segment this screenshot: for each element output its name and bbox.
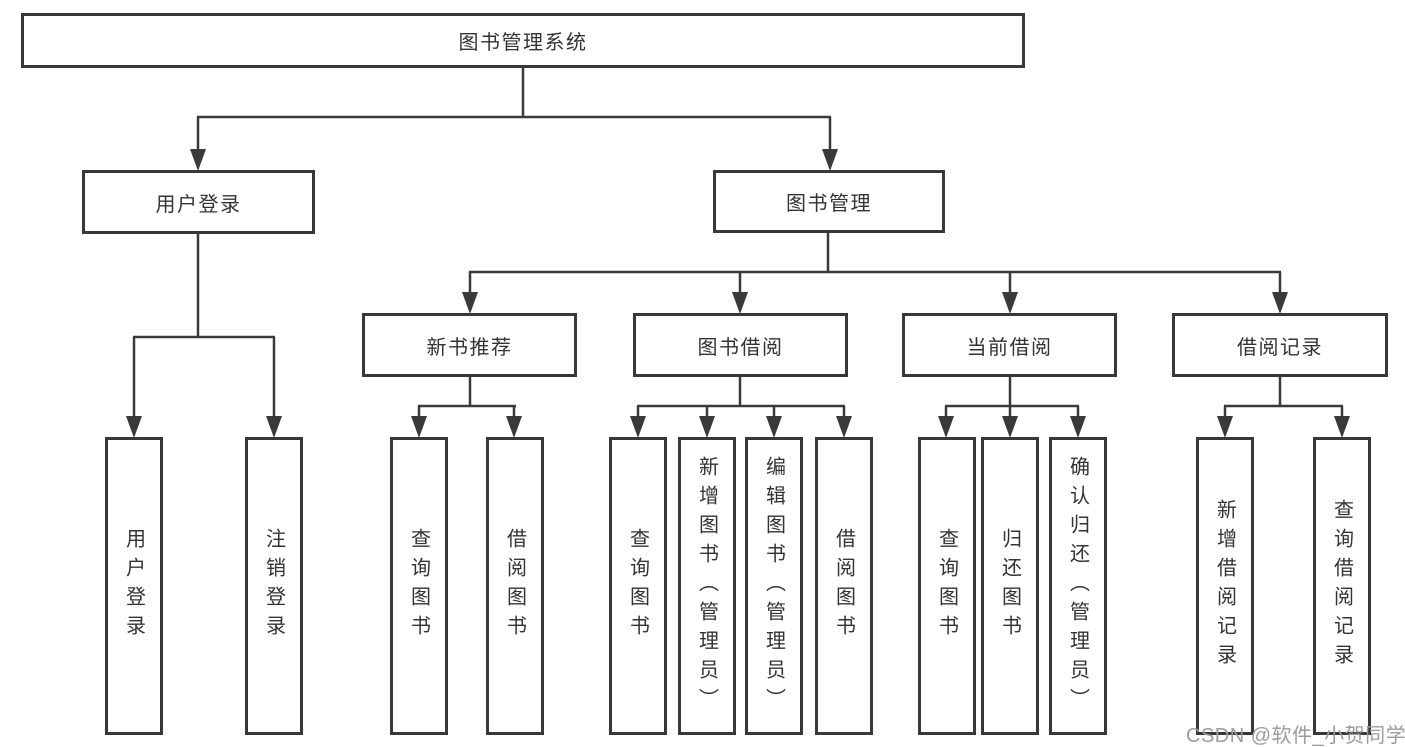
leaf-query-books-borrow: 查询图书 <box>609 437 667 735</box>
leaf-return-book: 归还图书 <box>981 437 1039 735</box>
leaf-borrow-books-recommend: 借阅图书 <box>486 437 544 735</box>
leaf-logout: 注销登录 <box>245 437 303 735</box>
leaf-user-login: 用户登录 <box>105 437 163 735</box>
csdn-watermark: CSDN @软件_小贺同学 <box>1186 725 1405 747</box>
leaf-borrow-books: 借阅图书 <box>815 437 873 735</box>
leaf-add-book-admin: 新增图书（管理员） <box>678 437 736 735</box>
node-current-borrowing: 当前借阅 <box>902 313 1117 377</box>
node-book-borrowing: 图书借阅 <box>633 313 848 377</box>
leaf-query-books-current: 查询图书 <box>918 437 976 735</box>
node-book-management: 图书管理 <box>713 170 945 233</box>
leaf-add-borrow-record: 新增借阅记录 <box>1196 437 1254 735</box>
leaf-edit-book-admin: 编辑图书（管理员） <box>745 437 803 735</box>
node-borrowing-records: 借阅记录 <box>1172 313 1388 377</box>
leaf-confirm-return-admin: 确认归还（管理员） <box>1049 437 1107 735</box>
node-user-login: 用户登录 <box>82 170 315 234</box>
node-new-book-recommendation: 新书推荐 <box>362 313 577 377</box>
leaf-query-borrow-record: 查询借阅记录 <box>1313 437 1371 735</box>
leaf-query-books-recommend: 查询图书 <box>390 437 448 735</box>
node-library-management-system: 图书管理系统 <box>21 13 1025 68</box>
